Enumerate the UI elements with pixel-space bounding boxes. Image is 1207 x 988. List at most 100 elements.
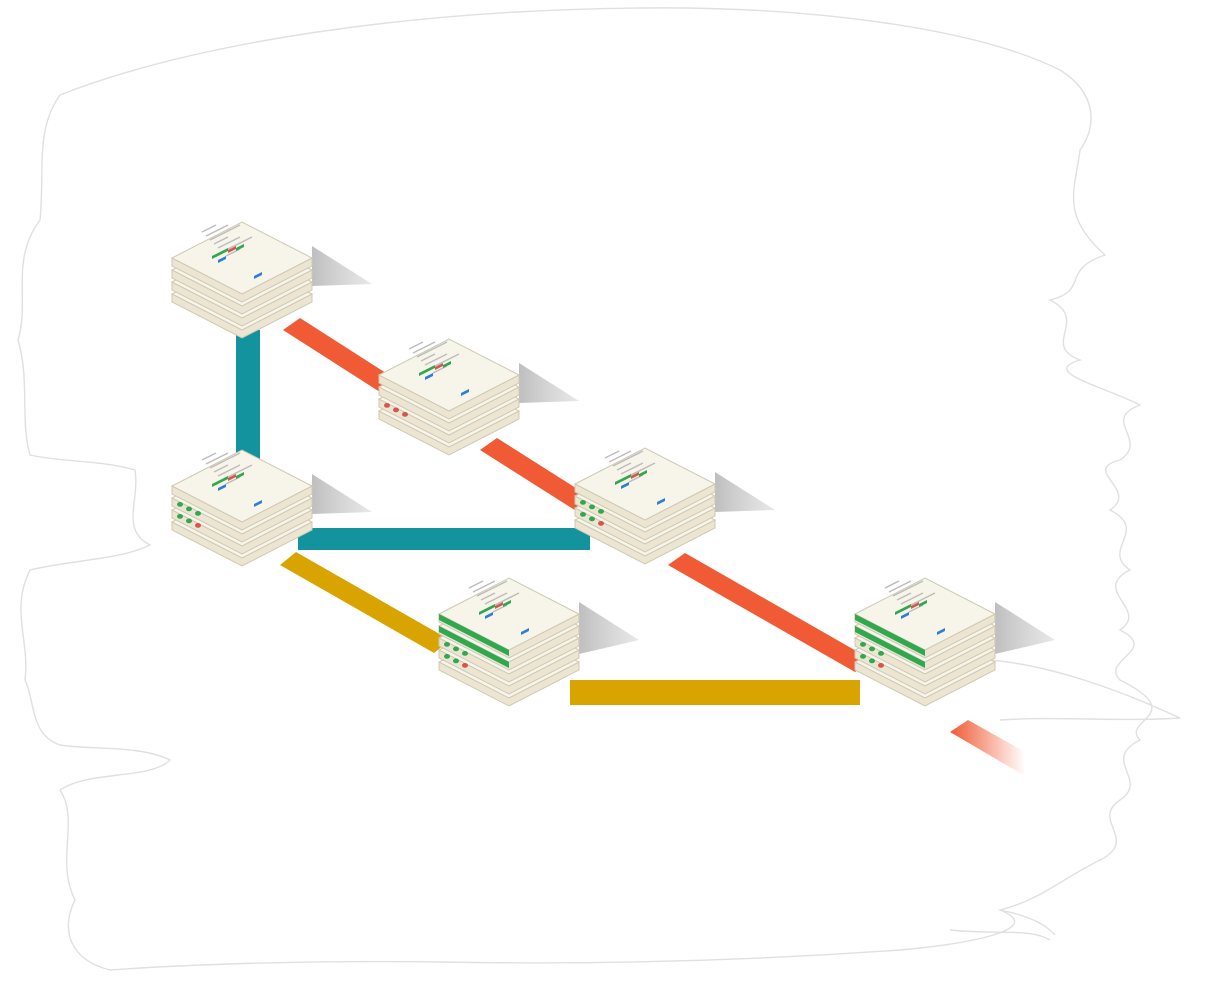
text-line bbox=[217, 236, 241, 249]
edge-teal-2 bbox=[298, 528, 590, 550]
commit-dot bbox=[580, 500, 586, 505]
text-line bbox=[888, 580, 912, 593]
text-line bbox=[480, 592, 496, 601]
commit-dot bbox=[195, 523, 201, 528]
text-line bbox=[420, 353, 436, 362]
commit-mark bbox=[236, 472, 244, 479]
edge-main-2 bbox=[480, 438, 598, 514]
node-shadow bbox=[312, 474, 372, 514]
commit-mark bbox=[901, 612, 909, 619]
text-line bbox=[209, 452, 241, 469]
commit-mark bbox=[521, 628, 529, 635]
node-stack-mid-right bbox=[573, 447, 775, 565]
commit-dot bbox=[589, 504, 595, 510]
text-line bbox=[484, 592, 508, 605]
commit-dot bbox=[444, 642, 450, 647]
commit-dot bbox=[869, 646, 875, 652]
commit-mark bbox=[461, 389, 469, 396]
commit-dot bbox=[195, 511, 201, 516]
text-line bbox=[412, 341, 436, 354]
page-content bbox=[468, 580, 529, 635]
commit-mark bbox=[218, 256, 226, 263]
commit-mark bbox=[220, 476, 228, 483]
commit-mark bbox=[228, 246, 236, 253]
commit-mark bbox=[254, 272, 262, 279]
commit-dot bbox=[860, 642, 866, 647]
commit-dot bbox=[462, 651, 468, 656]
commit-mark bbox=[419, 369, 427, 376]
page-layer-top bbox=[377, 338, 521, 412]
text-line bbox=[604, 450, 620, 459]
text-line bbox=[896, 592, 912, 601]
node-stack-top-left bbox=[170, 221, 372, 339]
page-content bbox=[408, 341, 469, 396]
commit-mark bbox=[425, 373, 433, 380]
page-layer-top bbox=[573, 447, 717, 521]
commit-dot bbox=[177, 514, 183, 519]
commit-mark bbox=[443, 361, 451, 368]
text-line bbox=[408, 341, 424, 350]
green-commit-bar bbox=[855, 614, 925, 656]
text-line bbox=[468, 580, 484, 589]
text-line bbox=[612, 450, 644, 467]
commit-mark bbox=[220, 248, 228, 255]
commit-mark bbox=[615, 478, 623, 485]
commit-mark bbox=[218, 484, 226, 491]
green-commit-bar bbox=[439, 614, 509, 656]
text-line bbox=[472, 580, 496, 593]
commit-dot bbox=[186, 506, 192, 512]
commit-mark bbox=[479, 608, 487, 615]
node-shadow bbox=[519, 363, 579, 403]
commit-dot bbox=[384, 403, 390, 408]
node-shadow bbox=[579, 602, 639, 654]
page-layer-top bbox=[170, 221, 314, 295]
edges bbox=[236, 318, 1025, 776]
commit-dot bbox=[462, 663, 468, 668]
edge-gold-1 bbox=[280, 552, 450, 653]
text-line bbox=[213, 464, 229, 473]
commit-mark bbox=[503, 600, 511, 607]
text-line bbox=[616, 462, 632, 471]
commit-mark bbox=[254, 500, 262, 507]
commit-dot bbox=[186, 518, 192, 524]
page-content bbox=[604, 450, 665, 505]
edge-main-4 bbox=[950, 720, 1025, 776]
commit-dot bbox=[444, 654, 450, 659]
page-layer-top bbox=[170, 449, 314, 523]
nodes bbox=[170, 221, 1055, 707]
text-line bbox=[416, 341, 448, 358]
edge-main-3 bbox=[668, 553, 872, 672]
page-content bbox=[201, 224, 262, 279]
text-line bbox=[213, 236, 229, 245]
text-line bbox=[620, 462, 644, 475]
commit-dot bbox=[878, 663, 884, 668]
commit-mark bbox=[657, 498, 665, 505]
commit-dot bbox=[393, 407, 399, 413]
commit-mark bbox=[487, 604, 495, 611]
green-commit-bar bbox=[855, 626, 925, 668]
commit-dot bbox=[589, 516, 595, 522]
page-content bbox=[201, 452, 262, 507]
sketch-outline bbox=[17, 7, 1181, 971]
commit-mark bbox=[427, 365, 435, 372]
node-stack-bottom bbox=[437, 577, 639, 707]
commit-mark bbox=[639, 470, 647, 477]
commit-mark bbox=[212, 480, 220, 487]
text-line bbox=[476, 580, 508, 597]
text-line bbox=[201, 452, 217, 461]
text-line bbox=[900, 592, 924, 605]
text-line bbox=[908, 604, 924, 613]
text-line bbox=[217, 464, 241, 477]
text-line bbox=[892, 580, 924, 597]
commit-dot bbox=[177, 502, 183, 507]
commit-mark bbox=[228, 474, 236, 481]
commit-dot bbox=[869, 658, 875, 664]
commit-dot bbox=[598, 509, 604, 514]
node-shadow bbox=[312, 246, 372, 286]
commit-dot bbox=[453, 658, 459, 664]
commit-mark bbox=[895, 608, 903, 615]
text-line bbox=[201, 224, 217, 233]
node-shadow bbox=[995, 602, 1055, 654]
text-line bbox=[608, 450, 632, 463]
